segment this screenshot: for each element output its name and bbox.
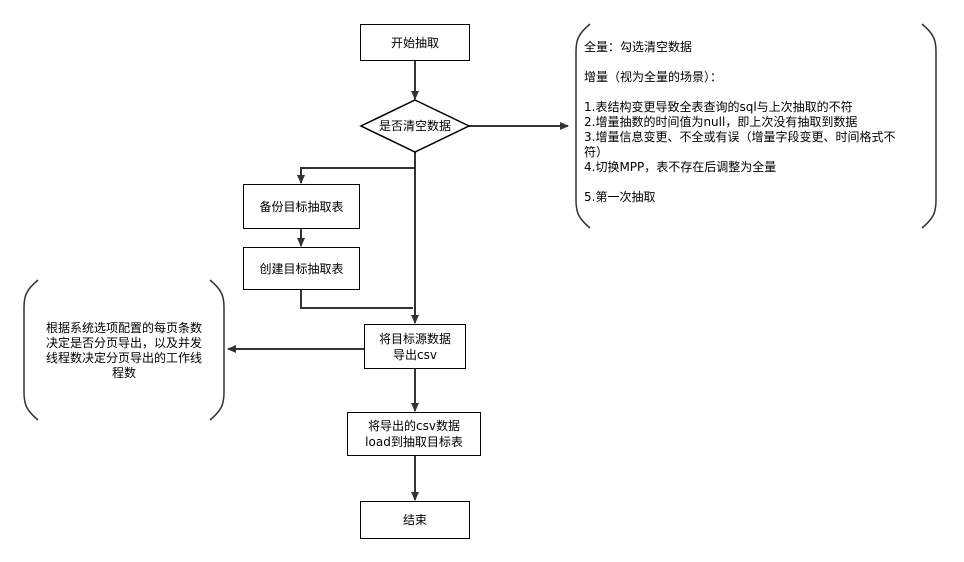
- create-node: 创建目标抽取表: [243, 247, 360, 290]
- left-note-right-bracket: [209, 279, 225, 421]
- start-node: 开始抽取: [360, 24, 470, 61]
- right-note-item: 1.表结构变更导致全表查询的sql与上次抽取的不符: [584, 100, 853, 114]
- right-note-item: 2.增量抽数的时间值为null，即上次没有抽取到数据: [584, 115, 858, 129]
- backup-node: 备份目标抽取表: [243, 184, 360, 229]
- decision-label: 是否清空数据: [378, 119, 451, 133]
- right-note-item: 4.切换MPP，表不存在后调整为全量: [584, 160, 777, 174]
- left-note-line: 线程数决定分页导出的工作线: [45, 351, 202, 365]
- load-node: 将导出的csv数据 load到抽取目标表: [347, 412, 481, 456]
- end-label: 结束: [402, 513, 427, 527]
- export-label-line1: 将目标源数据: [378, 331, 451, 346]
- left-note-line: 根据系统选项配置的每页条数: [45, 321, 202, 335]
- right-note-full: 全量：勾选清空数据: [584, 40, 693, 54]
- right-note-item: [584, 175, 929, 190]
- export-label-line2: 导出csv: [393, 347, 437, 362]
- right-note-left-bracket: [575, 23, 591, 229]
- export-node: 将目标源数据 导出csv: [364, 324, 466, 369]
- right-note-right-bracket: [921, 23, 937, 229]
- left-note-line: 程数: [111, 366, 136, 380]
- decision-diamond: [359, 99, 471, 153]
- left-note-left-bracket: [23, 279, 39, 421]
- load-label-line1: 将导出的csv数据: [368, 419, 460, 433]
- end-node: 结束: [360, 501, 470, 539]
- right-note: 全量：勾选清空数据 增量（视为全量的场景）： 1.表结构变更导致全表查询的sql…: [584, 40, 929, 205]
- arrow-to-backup: [297, 167, 415, 184]
- right-note-item: 符）: [584, 145, 609, 159]
- right-note-item: 5.第一次抽取: [584, 190, 656, 204]
- create-label: 创建目标抽取表: [259, 261, 344, 276]
- load-label-line2: load到抽取目标表: [365, 435, 463, 449]
- right-note-incremental-title: 增量（视为全量的场景）：: [584, 70, 723, 84]
- backup-label: 备份目标抽取表: [259, 199, 344, 214]
- left-note: 根据系统选项配置的每页条数 决定是否分页导出，以及并发 线程数决定分页导出的工作…: [34, 321, 214, 381]
- start-label: 开始抽取: [390, 35, 439, 50]
- right-note-item: 3.增量信息变更、不全或有误（增量字段变更、时间格式不: [584, 130, 896, 144]
- arrow-create-to-export: [300, 290, 413, 309]
- left-note-line: 决定是否分页导出，以及并发: [45, 336, 202, 350]
